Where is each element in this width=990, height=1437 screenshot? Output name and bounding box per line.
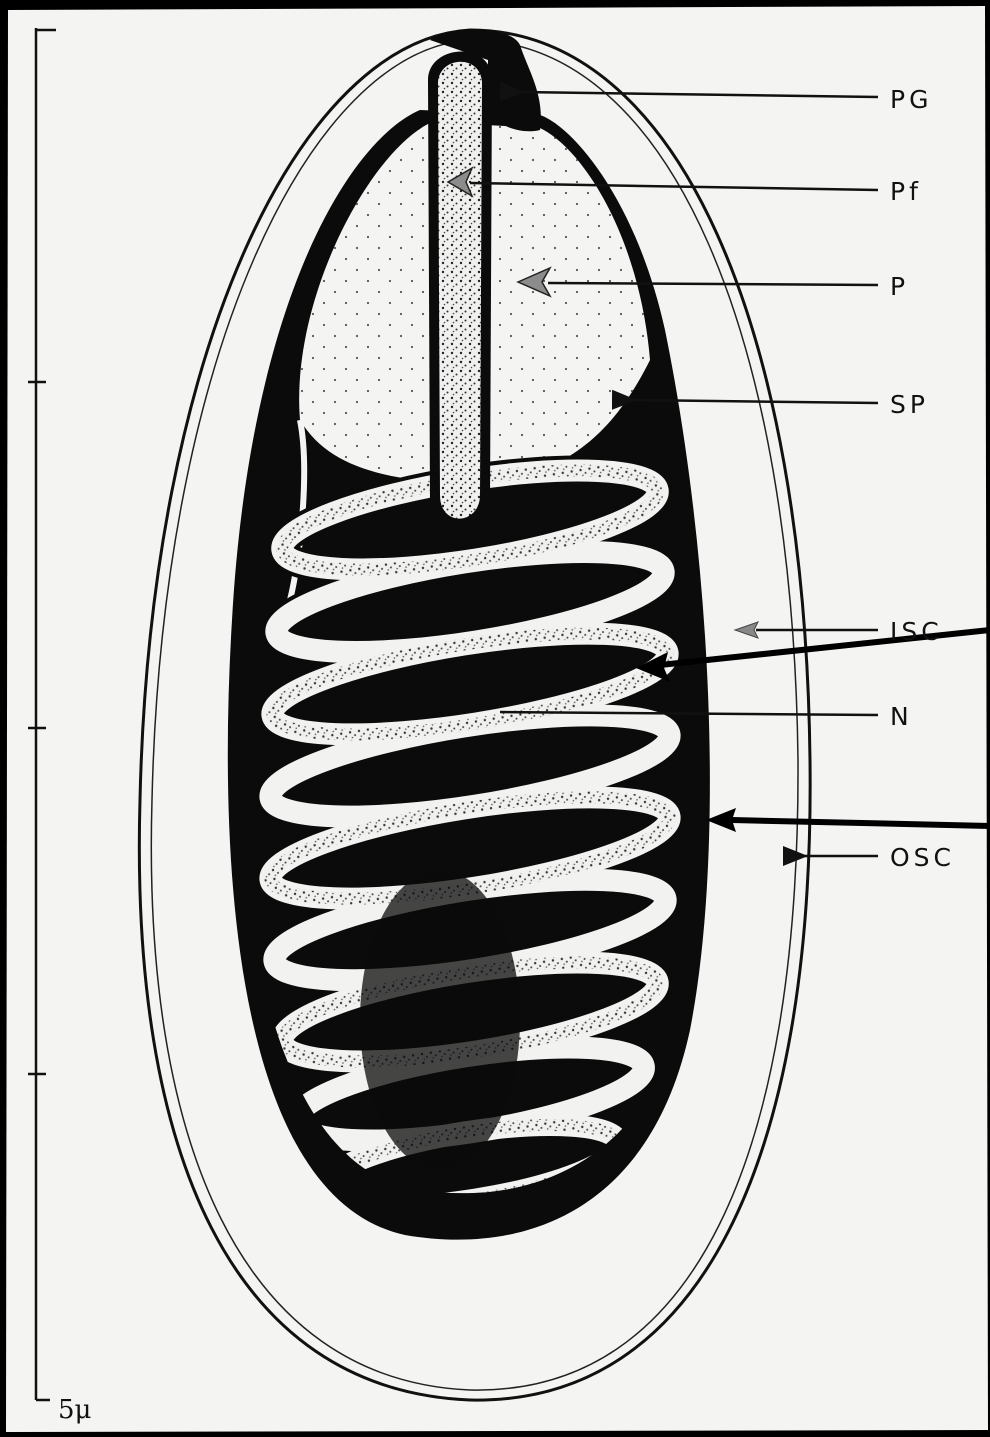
label-pf: Pf (890, 177, 922, 206)
polar-filament-tube (428, 52, 492, 532)
label-p: P (890, 272, 909, 301)
label-sp: SP (890, 390, 929, 419)
label-pg: PG (890, 85, 932, 114)
nucleus (360, 870, 520, 1170)
label-n: N (890, 702, 913, 731)
scale-label: 5μ (58, 1395, 91, 1425)
label-osc: OSC (890, 843, 955, 872)
label-isc: ISC (890, 617, 943, 646)
